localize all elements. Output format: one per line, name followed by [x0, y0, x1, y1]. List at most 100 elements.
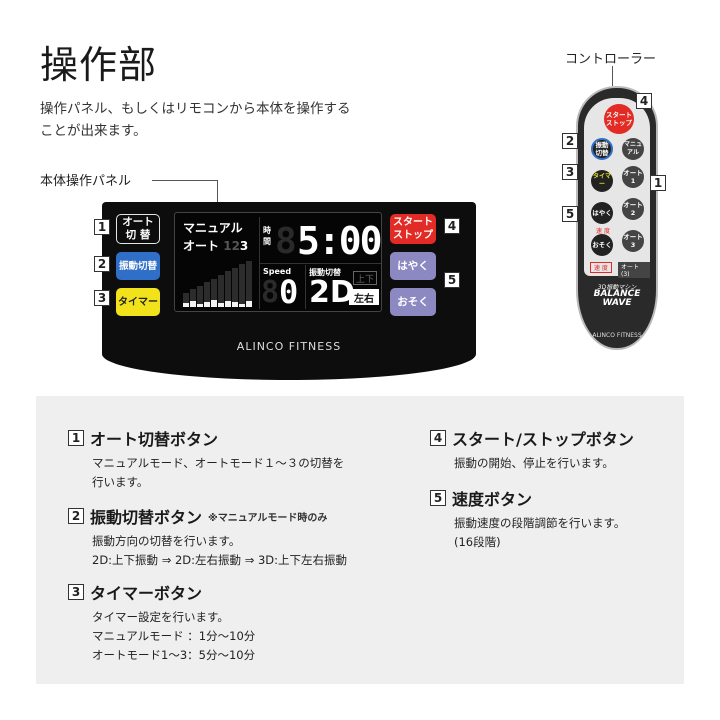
remote-auto-tag: オート(3)	[618, 262, 650, 278]
start-stop-button[interactable]: スタート ストップ	[390, 214, 436, 244]
remote-marker-2: 2	[562, 133, 578, 149]
item-body: 振動方向の切替を行います。 2D:上下振動 ⇒ 2D:左右振動 ⇒ 3D:上下左…	[92, 532, 347, 570]
lcd-ghost-digit: 8	[275, 221, 297, 262]
lcd-auto-mode-1: 1	[223, 239, 232, 253]
divider	[259, 263, 381, 264]
item-title: 振動切替ボタン	[90, 508, 203, 527]
lcd-bar-background	[218, 275, 224, 307]
lcd-bar-background	[225, 271, 231, 307]
item-line: (16段階)	[454, 535, 501, 549]
marker-1: 1	[94, 219, 110, 235]
marker-3: 3	[94, 290, 110, 306]
item-line: マニュアルモード ：1分～10分	[92, 629, 256, 643]
description-line: ことが出来ます。	[40, 123, 147, 139]
lcd-manual-label: マニュアル	[183, 221, 243, 235]
remote-label: コントローラー	[565, 52, 657, 67]
lcd-bar-background	[239, 264, 245, 307]
remote-marker-1: 1	[650, 175, 666, 191]
remote-logo-line: WAVE	[602, 298, 632, 308]
lcd-bar-lit	[204, 302, 210, 307]
remote-slower-button[interactable]: おそく	[591, 234, 613, 256]
page-title: 操作部	[40, 43, 158, 87]
page-description: 操作パネル、もしくはリモコンから本体を操作する ことが出来ます。	[40, 98, 420, 142]
remote-start-stop-button[interactable]: スタート ストップ	[604, 104, 634, 134]
item-title: 速度ボタン	[452, 490, 533, 509]
leader-line	[612, 66, 613, 86]
item-body: タイマー設定を行います。 マニュアルモード ：1分～10分 オートモード1～3：…	[92, 608, 255, 665]
lcd-display: マニュアル オート 123 時 間 8 5:00 Speed 8 0 振動切替 …	[174, 212, 383, 312]
lcd-bar-background	[232, 267, 238, 307]
item-timer: 3 タイマーボタン タイマー設定を行います。 マニュアルモード ：1分～10分 オ…	[68, 580, 255, 665]
lcd-bar-background	[197, 285, 203, 307]
remote-face: スタート ストップ 振動 切替 マニュアル タイマー オート 1 はやく オート…	[584, 98, 650, 278]
vibration-switch-button[interactable]: 振動切替	[116, 252, 160, 280]
item-note: ※マニュアルモード時のみ	[208, 512, 328, 524]
item-title: スタート/ストップボタン	[452, 430, 634, 449]
lcd-bar-lit	[225, 301, 231, 307]
lcd-bar-lit	[183, 303, 189, 307]
lcd-vibration-mode: 2D	[309, 275, 355, 310]
marker-2: 2	[94, 256, 110, 272]
item-line: 振動の開始、停止を行います。	[454, 456, 614, 470]
lcd-bar-background	[190, 289, 196, 307]
remote-faster-button[interactable]: はやく	[591, 202, 613, 224]
lcd-speed-value: 0	[279, 273, 299, 311]
description-line: 操作パネル、もしくはリモコンから本体を操作する	[40, 101, 351, 117]
item-start-stop: 4 スタート/ストップボタン 振動の開始、停止を行います。	[430, 426, 634, 473]
lcd-bar-background	[183, 293, 189, 307]
divider	[305, 265, 306, 309]
item-number: 3	[68, 584, 84, 600]
lcd-auto-mode-3: 3	[239, 239, 249, 253]
item-body: マニュアルモード、オートモード１～３の切替を 行います。	[92, 454, 344, 492]
item-line: 振動方向の切替を行います。	[92, 534, 241, 548]
item-line: 2D:上下振動 ⇒ 2D:左右振動 ⇒ 3D:上下左右振動	[92, 553, 348, 567]
lcd-bar-background	[204, 282, 210, 307]
lcd-level-bars	[183, 257, 257, 307]
remote-auto1-button[interactable]: オート 1	[622, 166, 644, 188]
item-line: 行います。	[92, 475, 149, 489]
lcd-bar-lit	[211, 300, 217, 307]
remote-marker-4: 4	[636, 93, 652, 109]
lcd-bar-lit	[218, 303, 224, 307]
item-line: 振動速度の段階調節を行います。	[454, 516, 626, 530]
remote-auto3-button[interactable]: オート 3	[622, 230, 644, 252]
remote-logo-line: BALANCE	[593, 289, 641, 299]
lcd-bar-lit	[190, 301, 196, 307]
lcd-speed-label: Speed	[263, 267, 292, 276]
lcd-auto-label: オート 123	[183, 237, 248, 254]
item-number: 4	[430, 430, 446, 446]
main-control-panel: オート 切 替 振動切替 タイマー スタート ストップ はやく おそく マニュア…	[102, 202, 476, 380]
remote-speed-text: 速 度	[596, 228, 610, 235]
item-number: 2	[68, 508, 84, 524]
marker-4: 4	[444, 218, 460, 234]
timer-button[interactable]: タイマー	[116, 288, 160, 316]
remote-vibration-button[interactable]: 振動 切替	[591, 138, 613, 160]
remote-speed-tag: 速 度	[590, 262, 612, 273]
slower-button[interactable]: おそく	[390, 288, 436, 316]
remote-controller: スタート ストップ 振動 切替 マニュアル タイマー オート 1 はやく オート…	[576, 86, 658, 350]
faster-button[interactable]: はやく	[390, 252, 436, 280]
lcd-time-value: 5:00	[297, 219, 383, 263]
item-body: 振動速度の段階調節を行います。 (16段階)	[454, 514, 625, 552]
remote-auto2-button[interactable]: オート 2	[622, 198, 644, 220]
remote-timer-button[interactable]: タイマー	[591, 170, 613, 192]
panel-label: 本体操作パネル	[40, 174, 132, 189]
item-number: 5	[430, 490, 446, 506]
lcd-time-label: 時 間	[263, 226, 271, 246]
lcd-bar-lit	[246, 301, 252, 307]
remote-brand: ALINCO FITNESS	[592, 332, 642, 339]
lcd-bar-background	[246, 260, 252, 307]
remote-marker-3: 3	[562, 164, 578, 180]
lcd-auto-text: オート	[183, 239, 220, 253]
lcd-bar-lit	[232, 302, 238, 307]
remote-logo: BALANCE WAVE	[578, 290, 656, 308]
item-title: タイマーボタン	[90, 584, 203, 603]
item-line: マニュアルモード、オートモード１～３の切替を	[92, 456, 345, 470]
marker-5: 5	[444, 272, 460, 288]
remote-manual-button[interactable]: マニュアル	[622, 138, 644, 160]
remote-logo-subtitle: 3D振動マシン	[597, 284, 637, 291]
remote-marker-5: 5	[562, 206, 578, 222]
auto-switch-button[interactable]: オート 切 替	[116, 214, 160, 244]
item-number: 1	[68, 430, 84, 446]
